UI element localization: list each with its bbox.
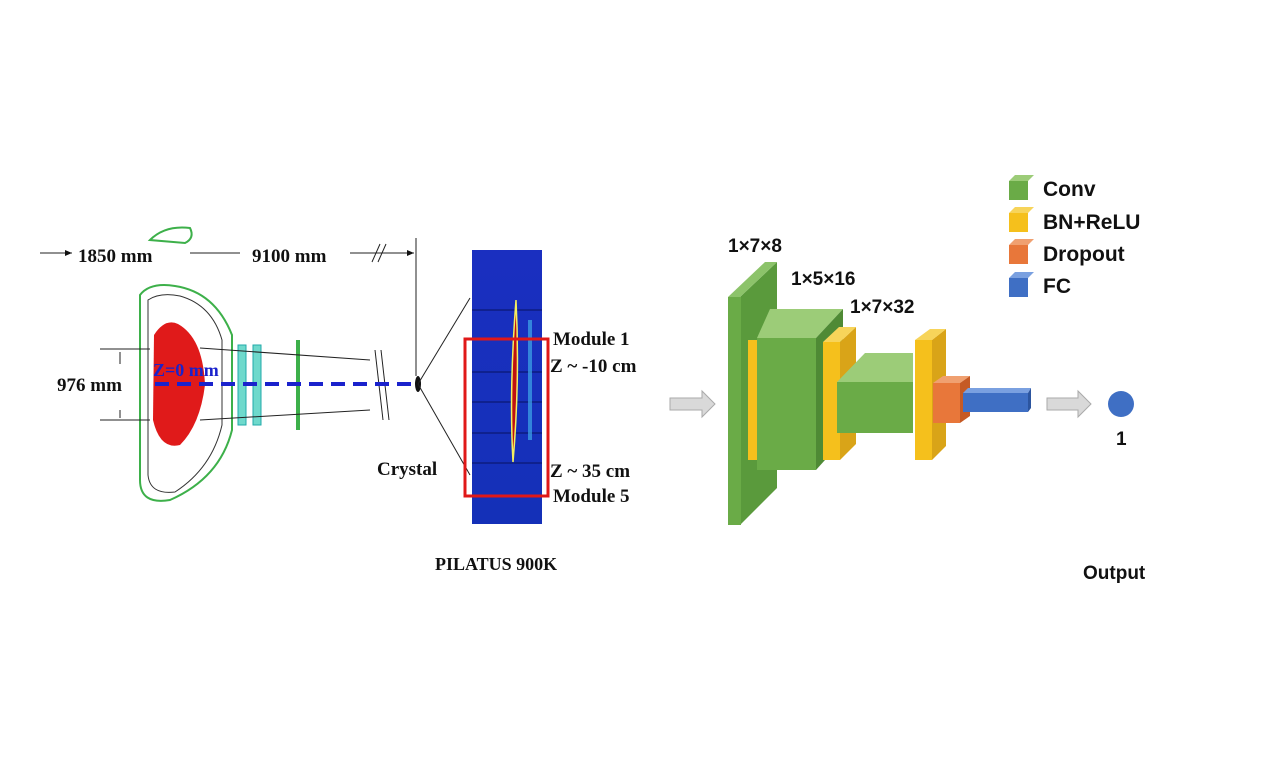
- svg-text:FC: FC: [1043, 275, 1071, 298]
- module1-label: Module 1: [553, 329, 630, 350]
- detector-label: PILATUS 900K: [435, 554, 557, 574]
- crystal-label: Crystal: [377, 459, 437, 480]
- legend: Conv BN+ReLU Dropout FC: [1009, 175, 1140, 298]
- svg-text:BN+ReLU: BN+ReLU: [1043, 211, 1140, 234]
- fc-layer: [963, 388, 1031, 412]
- dim-9100-label: 9100 mm: [252, 246, 327, 267]
- layer3-dims: 1×7×32: [850, 297, 914, 318]
- roi-box: [463, 337, 550, 498]
- legend-item-dropout: Dropout: [1009, 239, 1125, 266]
- z0-label: Z=0 mm: [153, 360, 219, 380]
- output-node: [1108, 391, 1134, 417]
- layer2-dims: 1×5×16: [791, 269, 855, 290]
- input-arrow: [669, 389, 716, 419]
- dim-1850-label: 1850 mm: [78, 246, 153, 267]
- legend-item-fc: FC: [1009, 272, 1071, 298]
- legend-item-conv: Conv: [1009, 175, 1096, 201]
- output-value: 1: [1116, 429, 1127, 450]
- dim-976-label: 976 mm: [57, 375, 122, 396]
- layer1-dims: 1×7×8: [728, 236, 782, 257]
- legend-item-bn-relu: BN+ReLU: [1009, 207, 1140, 234]
- detector-image: [463, 250, 550, 524]
- svg-text:Conv: Conv: [1043, 178, 1096, 201]
- svg-text:Dropout: Dropout: [1043, 243, 1125, 266]
- module5-label: Module 5: [553, 486, 630, 507]
- bn-relu-layer-1: [748, 340, 758, 460]
- z-35-label: Z ~ 35 cm: [550, 461, 630, 482]
- z-minus10-label: Z ~ -10 cm: [550, 356, 637, 377]
- tokamak-schematic: [40, 226, 471, 502]
- output-arrow: [1046, 389, 1092, 419]
- output-label: Output: [1083, 563, 1146, 584]
- conv-layer-3: [837, 353, 913, 433]
